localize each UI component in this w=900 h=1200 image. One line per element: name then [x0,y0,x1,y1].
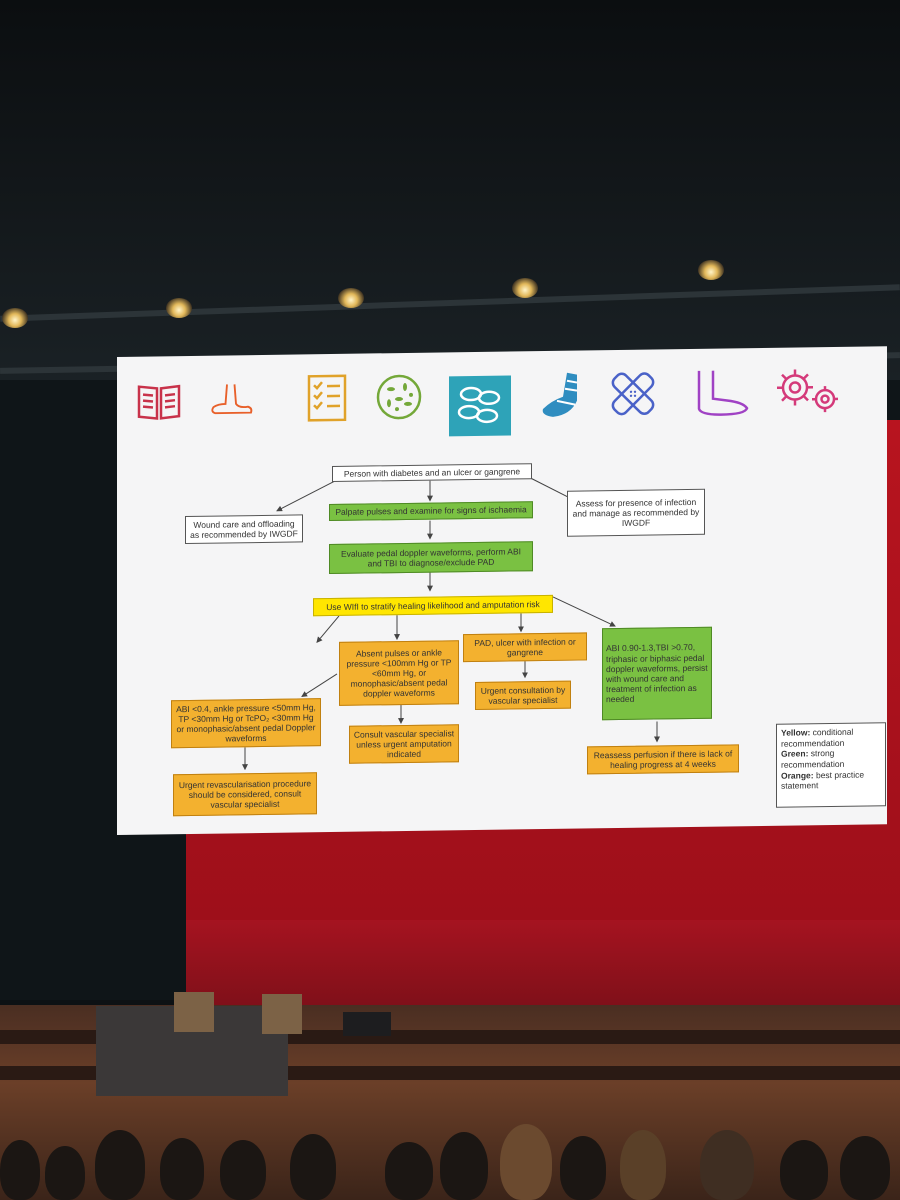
audience-member [620,1130,666,1200]
audience-member [220,1140,266,1200]
audience-member [700,1130,754,1200]
ceiling [0,0,900,380]
floor-speaker [343,1012,391,1036]
audience-member [0,1140,40,1200]
legend-yellow: Yellow: conditional recommendation [781,726,854,749]
book-icon [135,376,183,425]
audience-member [840,1136,890,1200]
legend: Yellow: conditional recommendation Green… [776,722,886,808]
bandaged-foot-icon [537,370,585,419]
box-urgent-revascularisation: Urgent revascularisation procedure shoul… [173,772,317,817]
box-abi-low: ABI <0.4, ankle pressure <50mm Hg, TP <3… [171,698,321,749]
stage-light [166,298,192,318]
box-wound-care: Wound care and offloading as recommended… [185,514,303,545]
projected-slide: Person with diabetes and an ulcer or gan… [117,346,887,835]
stage-light [2,308,28,328]
box-absent-pulses: Absent pulses or ankle pressure <100mm H… [339,640,459,706]
audience-member [385,1142,433,1200]
audience-member [500,1124,552,1200]
audience-member [160,1138,204,1200]
red-backdrop-lower [186,920,900,1010]
checklist-icon [303,374,351,423]
box-reassess-perfusion: Reassess perfusion if there is lack of h… [587,744,739,775]
audience-member [45,1146,85,1200]
box-person-with-diabetes: Person with diabetes and an ulcer or gan… [332,463,532,482]
stage-light [512,278,538,298]
box-assess-infection: Assess for presence of infection and man… [567,488,705,537]
chair [174,992,214,1032]
box-abi-normal: ABI 0.90-1.3,TBI >0.70, triphasic or bip… [602,626,712,721]
box-pad-infection: PAD, ulcer with infection or gangrene [463,632,587,663]
audience-member [560,1136,606,1200]
foot-outline-icon [209,375,257,424]
bandage-cross-icon [609,369,657,418]
stage-light [338,288,364,308]
box-consult-vascular: Consult vascular specialist unless urgen… [349,724,459,764]
blood-cells-icon [449,375,511,437]
audience-member [95,1130,145,1200]
chair [262,994,302,1034]
bacteria-icon [375,373,423,422]
box-urgent-consultation: Urgent consultation by vascular speciali… [475,680,571,711]
box-evaluate-doppler: Evaluate pedal doppler waveforms, perfor… [329,541,533,575]
box-use-wifi: Use WIfI to stratify healing likelihood … [313,594,553,617]
box-palpate-pulses: Palpate pulses and examine for signs of … [329,501,533,522]
legend-orange: Orange: best practice statement [781,769,865,791]
audience-member [440,1132,488,1200]
gears-icon [773,367,843,416]
legend-green: Green: strong recommendation [781,748,845,770]
audience-member [290,1134,336,1200]
foot-icon [691,368,751,417]
audience-member [780,1140,828,1200]
stage-light [698,260,724,280]
audience [0,1110,900,1200]
